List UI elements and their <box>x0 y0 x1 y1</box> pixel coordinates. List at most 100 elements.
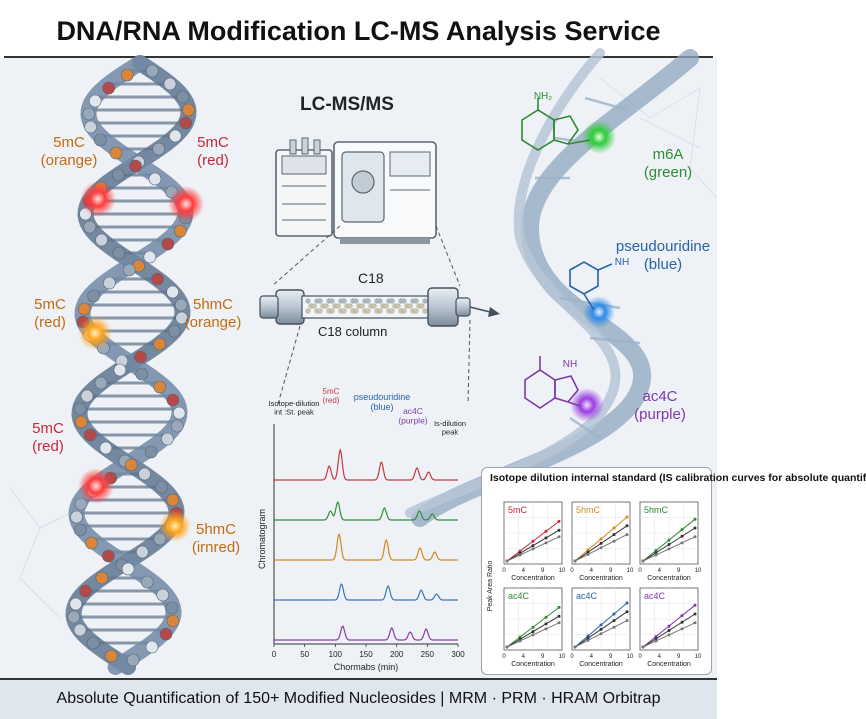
svg-text:10: 10 <box>559 654 566 660</box>
svg-text:4: 4 <box>590 654 594 660</box>
chrom-ylabel: Chromatogram <box>257 509 267 569</box>
chrom-trace-5 <box>274 625 458 641</box>
dna-mark-5hmc-2 <box>159 510 191 542</box>
cal-panel-name-6: ac4C <box>644 591 666 601</box>
c18-column <box>259 287 500 327</box>
column-top-label: C18 <box>358 270 384 286</box>
chrom-xtick-2: 100 <box>329 650 343 659</box>
m6a-amine-label: NH₂ <box>533 91 553 102</box>
zoom-lines <box>271 225 471 405</box>
svg-text:9: 9 <box>541 568 545 574</box>
lcms-instrument <box>275 137 437 244</box>
chrom-annot-pseudouridine: pseudouridine(blue) <box>354 392 411 412</box>
chrom-annot-ac4c: ac4C(purple) <box>398 406 427 426</box>
cal-xlabel-3: Concentration <box>647 575 691 582</box>
svg-text:0: 0 <box>502 654 506 660</box>
cal-xlabel-6: Concentration <box>647 661 691 668</box>
footer-banner: Absolute Quantification of 150+ Modified… <box>0 678 717 719</box>
dna-modification-markers <box>78 181 204 542</box>
ac4c-nh-label: NH <box>562 359 578 370</box>
dna-mark-5hmc-1 <box>78 316 112 350</box>
cal-panel-name-4: ac4C <box>508 591 530 601</box>
svg-text:4: 4 <box>590 568 594 574</box>
cal-panel-name-3: 5hmC <box>644 505 669 515</box>
column-bottom-label: C18 column <box>318 324 388 339</box>
dna-label-1: 5mC(orange) <box>40 134 98 169</box>
svg-text:4: 4 <box>658 654 662 660</box>
cal-xlabel-4: Concentration <box>511 661 555 668</box>
dna-label-6: 5hmC(irnred) <box>191 521 241 556</box>
chrom-xlabel: Chormabs (min) <box>334 662 399 672</box>
svg-text:9: 9 <box>677 654 681 660</box>
chrom-xtick-3: 150 <box>359 650 373 659</box>
rna-label-pseudouridine: pseudouridine(blue) <box>615 238 711 273</box>
chrom-annot-5mc: 5mC(red) <box>323 387 340 405</box>
chrom-trace-1 <box>274 447 458 481</box>
svg-text:10: 10 <box>695 568 702 574</box>
chrom-trace-4 <box>274 583 458 601</box>
calibration-title: Isotope dilution internal standard (IS c… <box>490 472 866 484</box>
svg-text:4: 4 <box>522 568 526 574</box>
instrument-label: LC-MS/MS <box>300 94 394 115</box>
page-title: DNA/RNA Modification LC-MS Analysis Serv… <box>56 16 661 46</box>
svg-text:4: 4 <box>658 568 662 574</box>
svg-text:4: 4 <box>522 654 526 660</box>
m6a-structure <box>521 98 591 151</box>
cal-panel-name-2: 5hmC <box>576 505 601 515</box>
pseudouridine-structure <box>569 261 613 311</box>
title-divider <box>4 56 713 58</box>
dna-label-2: 5mC(red) <box>197 134 229 169</box>
illustration-area: 5mC(orange) 5mC(red) 5mC(red) 5hmC(orang… <box>0 48 866 678</box>
rna-mark-ac4c <box>570 388 604 422</box>
cal-xlabel-1: Concentration <box>511 575 555 582</box>
svg-text:9: 9 <box>609 654 613 660</box>
rna-label-m6a: m6A(green) <box>643 146 693 181</box>
rna-mark-m6a <box>582 120 616 154</box>
pseudo-nh-label: NH <box>614 257 630 268</box>
cal-xlabel-5: Concentration <box>579 661 623 668</box>
calibration-panel: Isotope dilution internal standard (IS c… <box>481 467 866 675</box>
svg-text:10: 10 <box>627 568 634 574</box>
svg-text:0: 0 <box>570 654 574 660</box>
dna-label-5: 5mC(red) <box>32 420 64 455</box>
ac4c-structure <box>524 356 581 409</box>
chrom-xtick-4: 200 <box>390 650 404 659</box>
dna-mark-5mc-2 <box>168 186 204 222</box>
svg-text:10: 10 <box>695 654 702 660</box>
chrom-xtick-6: 300 <box>451 650 465 659</box>
molecule-structures <box>521 98 613 409</box>
dna-label-4: 5hmC(orange) <box>184 296 242 331</box>
chrom-trace-2 <box>274 501 458 521</box>
svg-text:10: 10 <box>559 568 566 574</box>
chrom-trace-3 <box>274 533 458 561</box>
svg-text:9: 9 <box>677 568 681 574</box>
cal-xlabel-2: Concentration <box>579 575 623 582</box>
svg-text:0: 0 <box>502 568 506 574</box>
svg-text:0: 0 <box>570 568 574 574</box>
svg-text:10: 10 <box>627 654 634 660</box>
svg-text:0: 0 <box>638 568 642 574</box>
chrom-xtick-0: 0 <box>272 650 277 659</box>
illustration-canvas <box>9 48 718 675</box>
chrom-xtick-5: 250 <box>421 650 435 659</box>
cal-panel-name-5: ac4C <box>576 591 598 601</box>
svg-text:9: 9 <box>541 654 545 660</box>
cal-ylabel: Peak Area Ratio <box>487 561 494 612</box>
dna-mark-5mc-3 <box>78 468 114 504</box>
dna-mark-5mc-1 <box>80 181 116 217</box>
chrom-xtick-1: 50 <box>300 650 309 659</box>
svg-text:0: 0 <box>638 654 642 660</box>
cal-panel-name-1: 5mC <box>508 505 528 515</box>
dna-label-3: 5mC(red) <box>34 296 66 331</box>
svg-text:9: 9 <box>609 568 613 574</box>
